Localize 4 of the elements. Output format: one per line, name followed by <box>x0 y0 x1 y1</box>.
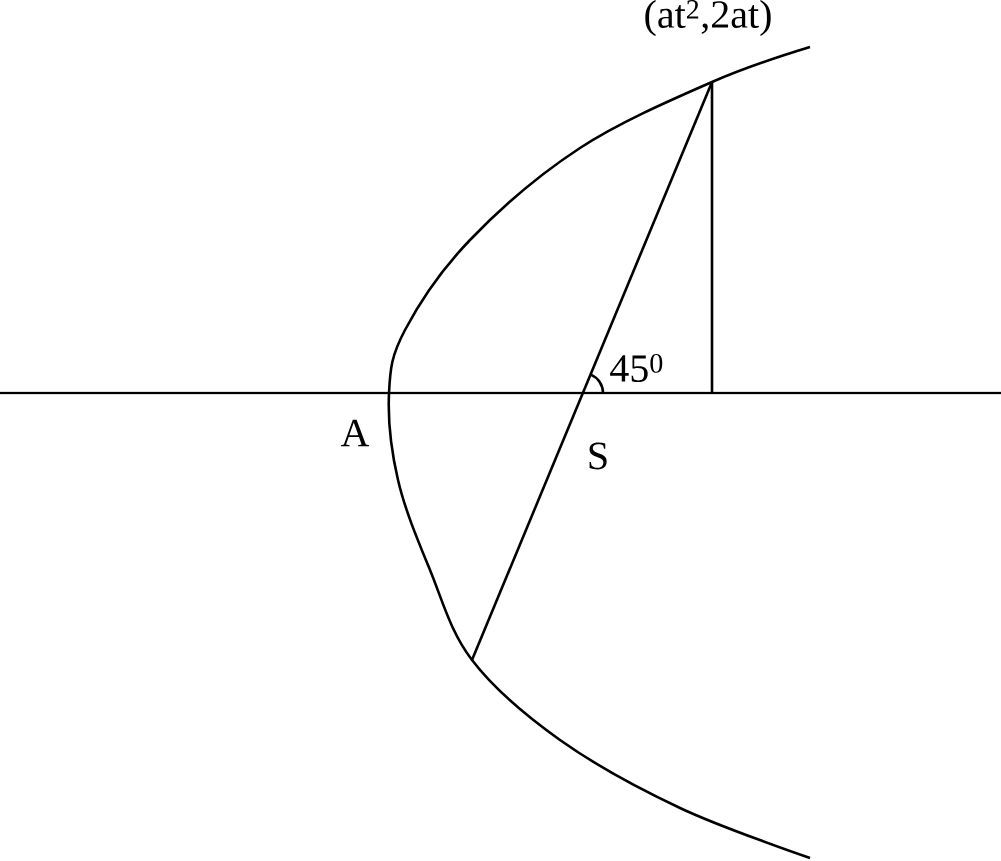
angle-label: 45$^{0}$ <box>610 353 663 382</box>
coordinate-label: (at$^{2}$,2at) <box>645 0 771 37</box>
point-label: A <box>340 419 370 447</box>
point-label: S <box>589 442 607 470</box>
